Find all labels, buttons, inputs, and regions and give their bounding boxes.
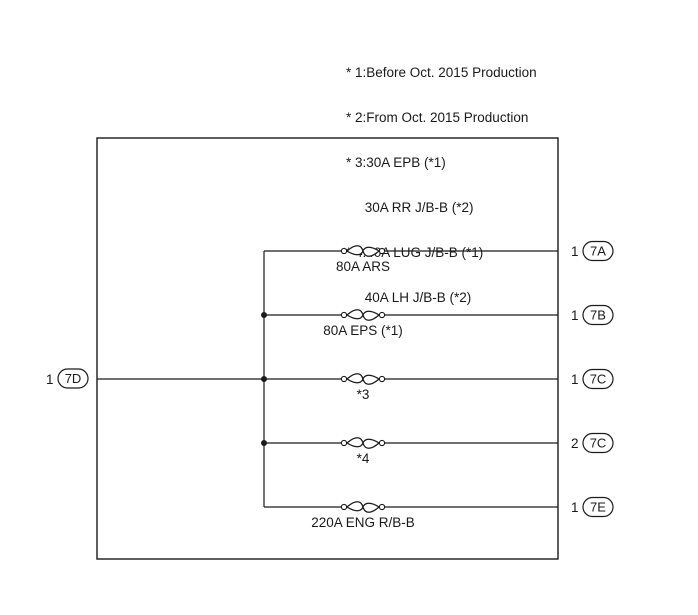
note-line: * 2:From Oct. 2015 Production — [346, 110, 529, 125]
fuse-label: 220A ENG R/B-B — [311, 515, 415, 530]
output-connector-id: 7C — [590, 436, 607, 451]
fuse-terminal — [340, 247, 348, 255]
fuse-icon — [340, 437, 386, 449]
fuse-branch: *4 2 7C — [264, 432, 614, 466]
output-pin-number: 1 — [571, 244, 579, 259]
fuse-branch: *3 1 7C — [264, 368, 614, 402]
fuse-label: 80A ARS — [336, 259, 390, 274]
fuse-label: *3 — [357, 387, 370, 402]
output-connector-id: 7B — [590, 308, 606, 323]
fuse-terminal — [340, 503, 348, 511]
output-connector-id: 7C — [590, 372, 607, 387]
fuse-terminal — [378, 503, 386, 511]
notes-legend: * 1:Before Oct. 2015 Production * 2:From… — [346, 35, 537, 320]
connector-oval — [582, 368, 614, 390]
fuse-terminal — [378, 439, 386, 447]
fuse-terminal — [340, 439, 348, 447]
note-line: 30A RR J/B-B (*2) — [346, 200, 474, 215]
input-pin-number: 1 — [46, 372, 54, 387]
connector-oval — [582, 432, 614, 454]
note-line: 40A LH J/B-B (*2) — [346, 290, 472, 305]
fuse-branch: 220A ENG R/B-B 1 7E — [264, 496, 614, 530]
fuse-element — [346, 373, 380, 385]
connector-oval — [582, 304, 614, 326]
note-line: * 3:30A EPB (*1) — [346, 155, 446, 170]
fuse-branches: 80A ARS 1 7A 80A EPS (*1) 1 7B *3 1 7C *4 2 7C 220A … — [264, 240, 614, 530]
fuse-branch: 80A ARS 1 7A — [264, 240, 614, 274]
connector-oval — [582, 240, 614, 262]
input-connector: 1 7D — [46, 368, 89, 389]
fuse-icon — [340, 245, 386, 257]
connector-oval — [57, 368, 89, 389]
output-pin-number: 1 — [571, 308, 579, 323]
fuse-label: 80A EPS (*1) — [323, 323, 403, 338]
note-line: * 1:Before Oct. 2015 Production — [346, 65, 537, 80]
connector-oval — [582, 496, 614, 518]
fuse-branch: 80A EPS (*1) 1 7B — [264, 304, 614, 338]
junction-block-outline — [96, 137, 559, 560]
fuse-terminal — [378, 311, 386, 319]
fuse-element — [346, 501, 380, 513]
fuse-element — [346, 245, 380, 257]
output-pin-number: 1 — [571, 372, 579, 387]
fuse-terminal — [340, 375, 348, 383]
fuse-terminal — [378, 247, 386, 255]
fuse-terminal — [340, 311, 348, 319]
output-connector-id: 7E — [590, 500, 606, 515]
fuse-icon — [340, 501, 386, 513]
fuse-label: *4 — [357, 451, 370, 466]
fuse-icon — [340, 309, 386, 321]
output-pin-number: 2 — [571, 436, 579, 451]
output-pin-number: 1 — [571, 500, 579, 515]
fuse-element — [346, 437, 380, 449]
fuse-terminal — [378, 375, 386, 383]
fuse-element — [346, 309, 380, 321]
output-connector-id: 7A — [590, 244, 606, 259]
input-connector-id: 7D — [65, 371, 82, 386]
fuse-icon — [340, 373, 386, 385]
